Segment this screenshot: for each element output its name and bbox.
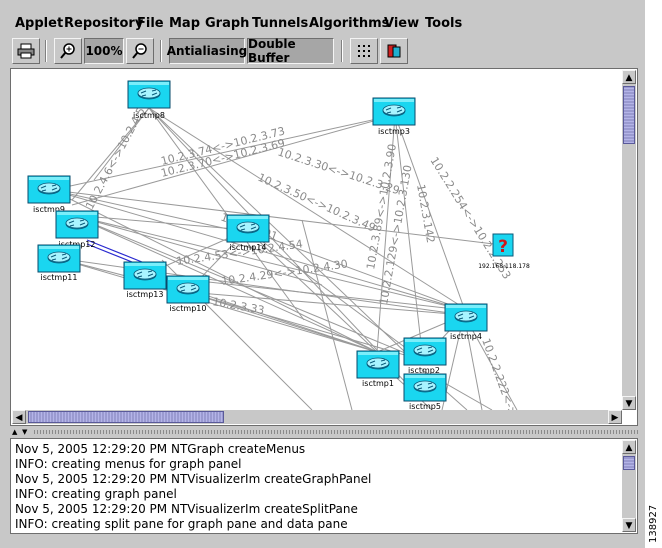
scroll-down-arrow-icon[interactable]: ▼ xyxy=(622,396,636,410)
router-isctmp13[interactable]: isctmp13 xyxy=(123,261,167,299)
log-line: Nov 5, 2005 12:29:20 PM NTGraph createMe… xyxy=(15,442,306,456)
figure-id: 138927 xyxy=(648,504,659,543)
menu-repository[interactable]: Repository xyxy=(64,16,144,31)
node-label: isctmp9 xyxy=(33,205,65,214)
node-label: isctmp11 xyxy=(41,273,78,282)
collapse-down-icon[interactable]: ▼ xyxy=(22,428,28,436)
log-line: INFO: creating split pane for graph pane… xyxy=(15,517,348,531)
router-isctmp10[interactable]: isctmp10 xyxy=(166,275,210,313)
collapse-up-icon[interactable]: ▲ xyxy=(12,428,18,436)
scroll-thumb[interactable] xyxy=(28,411,224,423)
node-label: isctmp1 xyxy=(362,379,394,388)
log-text-area[interactable]: Nov 5, 2005 12:29:20 PM NTGraph createMe… xyxy=(15,442,620,532)
log-panel: Nov 5, 2005 12:29:20 PM NTGraph createMe… xyxy=(10,438,638,534)
print-button[interactable] xyxy=(12,38,40,64)
graph-vertical-scrollbar[interactable]: ▲ ▼ xyxy=(622,70,636,410)
node-label: isctmp2 xyxy=(408,366,440,375)
node-label: isctmp4 xyxy=(450,332,482,341)
color-button[interactable] xyxy=(380,38,408,64)
zoom-in-icon xyxy=(60,43,75,59)
edge-label: 10.2.2.222<->10.2 xyxy=(479,337,528,410)
node-label: 192.168.118.178 xyxy=(478,263,530,270)
color-icon xyxy=(387,44,401,58)
router-isctmp4[interactable]: isctmp4 xyxy=(444,303,488,341)
scroll-right-arrow-icon[interactable]: ▶ xyxy=(608,410,622,424)
menu-file[interactable]: File xyxy=(137,16,164,31)
printer-icon xyxy=(17,43,35,59)
menu-view[interactable]: View xyxy=(384,16,420,31)
node-label: isctmp8 xyxy=(133,111,165,120)
grid-icon xyxy=(358,45,370,57)
graph-horizontal-scrollbar[interactable]: ◀ ▶ xyxy=(12,410,622,424)
scroll-up-arrow-icon[interactable]: ▲ xyxy=(622,440,636,454)
node-label: isctmp3 xyxy=(378,127,410,136)
log-line: Nov 5, 2005 12:29:20 PM NTVisualizerIm c… xyxy=(15,502,358,516)
router-isctmp5[interactable]: isctmp5 xyxy=(403,373,447,410)
menu-applet[interactable]: Applet xyxy=(15,16,64,31)
menu-graph[interactable]: Graph xyxy=(205,16,250,31)
router-isctmp9[interactable]: isctmp9 xyxy=(27,175,71,214)
menu-map[interactable]: Map xyxy=(169,16,201,31)
log-line: Nov 5, 2005 12:29:20 PM NTVisualizerIm c… xyxy=(15,472,372,486)
graph-panel: 10.2.3.74<->10.2.3.73 10.2.3.70<->10.2.3… xyxy=(10,68,638,426)
antialiasing-toggle[interactable]: Antialiasing xyxy=(167,38,247,64)
router-isctmp3[interactable]: isctmp3 xyxy=(372,97,416,136)
grid-button[interactable] xyxy=(350,38,378,64)
zoom-level-display[interactable]: 100% xyxy=(84,38,124,64)
scroll-down-arrow-icon[interactable]: ▼ xyxy=(622,518,636,532)
scroll-up-arrow-icon[interactable]: ▲ xyxy=(622,70,636,84)
nodes: isctmp8 isctmp3 isctmp9 isctmp12 xyxy=(27,80,530,410)
menu-bar: Applet Repository File Map Graph Tunnels… xyxy=(0,12,645,34)
question-mark-icon: ? xyxy=(498,237,508,257)
unknown-device[interactable]: ? 192.168.118.178 xyxy=(478,233,530,270)
zoom-in-button[interactable] xyxy=(54,38,82,64)
node-label: isctmp5 xyxy=(409,402,441,410)
edges xyxy=(51,107,518,410)
network-graph[interactable]: 10.2.3.74<->10.2.3.73 10.2.3.70<->10.2.3… xyxy=(12,70,622,410)
log-line: INFO: creating menus for graph panel xyxy=(15,457,242,471)
node-label: isctmp10 xyxy=(170,304,207,313)
menu-tunnels[interactable]: Tunnels xyxy=(252,16,309,31)
log-vertical-scrollbar[interactable]: ▲ ▼ xyxy=(622,440,636,532)
node-label: isctmp13 xyxy=(127,290,164,299)
split-pane-divider[interactable]: ▲ ▼ xyxy=(10,428,638,436)
double-buffer-toggle[interactable]: Double Buffer xyxy=(247,37,334,65)
zoom-out-icon xyxy=(132,43,147,59)
menu-algorithms[interactable]: Algorithms xyxy=(309,16,390,31)
edge-label: 10.2.4.6<->10.2.4.5 xyxy=(83,105,148,211)
scroll-thumb[interactable] xyxy=(623,86,635,144)
log-line: INFO: creating graph panel xyxy=(15,487,177,501)
scroll-left-arrow-icon[interactable]: ◀ xyxy=(12,410,26,424)
node-label: isctmp14 xyxy=(230,243,267,252)
router-isctmp11[interactable]: isctmp11 xyxy=(37,244,81,282)
router-isctmp12[interactable]: isctmp12 xyxy=(55,210,99,249)
application-window: Applet Repository File Map Graph Tunnels… xyxy=(0,0,645,548)
router-isctmp8[interactable]: isctmp8 xyxy=(127,80,171,120)
router-isctmp2[interactable]: isctmp2 xyxy=(403,337,447,375)
scroll-thumb[interactable] xyxy=(623,456,635,470)
menu-tools[interactable]: Tools xyxy=(425,16,463,31)
zoom-out-button[interactable] xyxy=(126,38,154,64)
router-isctmp14[interactable]: isctmp14 xyxy=(226,214,270,252)
router-isctmp1[interactable]: isctmp1 xyxy=(356,350,400,388)
